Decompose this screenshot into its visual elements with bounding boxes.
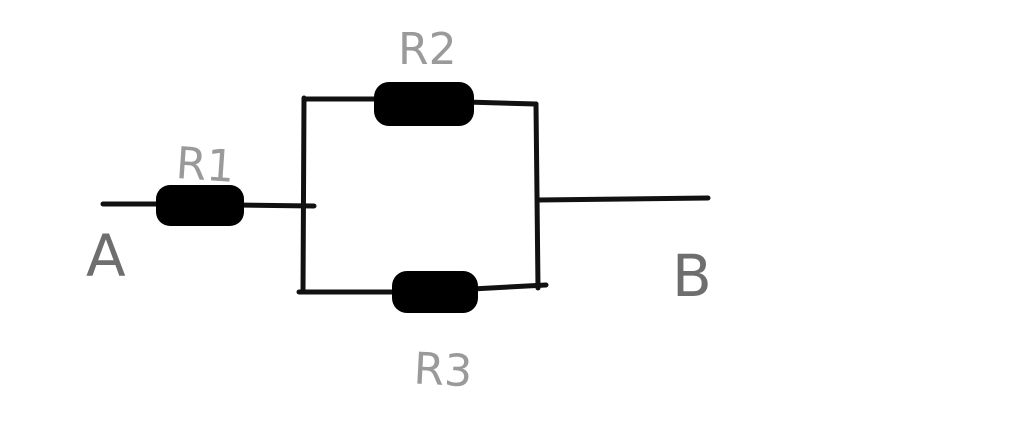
resistor-r3 xyxy=(392,271,478,313)
terminal-a-label: A xyxy=(86,222,126,290)
resistor-r2 xyxy=(374,82,474,126)
wire-top-right xyxy=(463,99,539,107)
terminal-b-label: B xyxy=(672,242,712,310)
resistor-r1-label: R1 xyxy=(174,138,236,193)
wire-to-b xyxy=(535,195,711,203)
resistor-r3-label: R3 xyxy=(412,343,473,397)
resistor-r1 xyxy=(156,185,244,226)
wire-bottom-right xyxy=(469,282,549,292)
resistor-r2-label: R2 xyxy=(398,24,457,75)
left-junction-bus xyxy=(300,95,307,295)
right-junction-bus xyxy=(533,101,541,291)
